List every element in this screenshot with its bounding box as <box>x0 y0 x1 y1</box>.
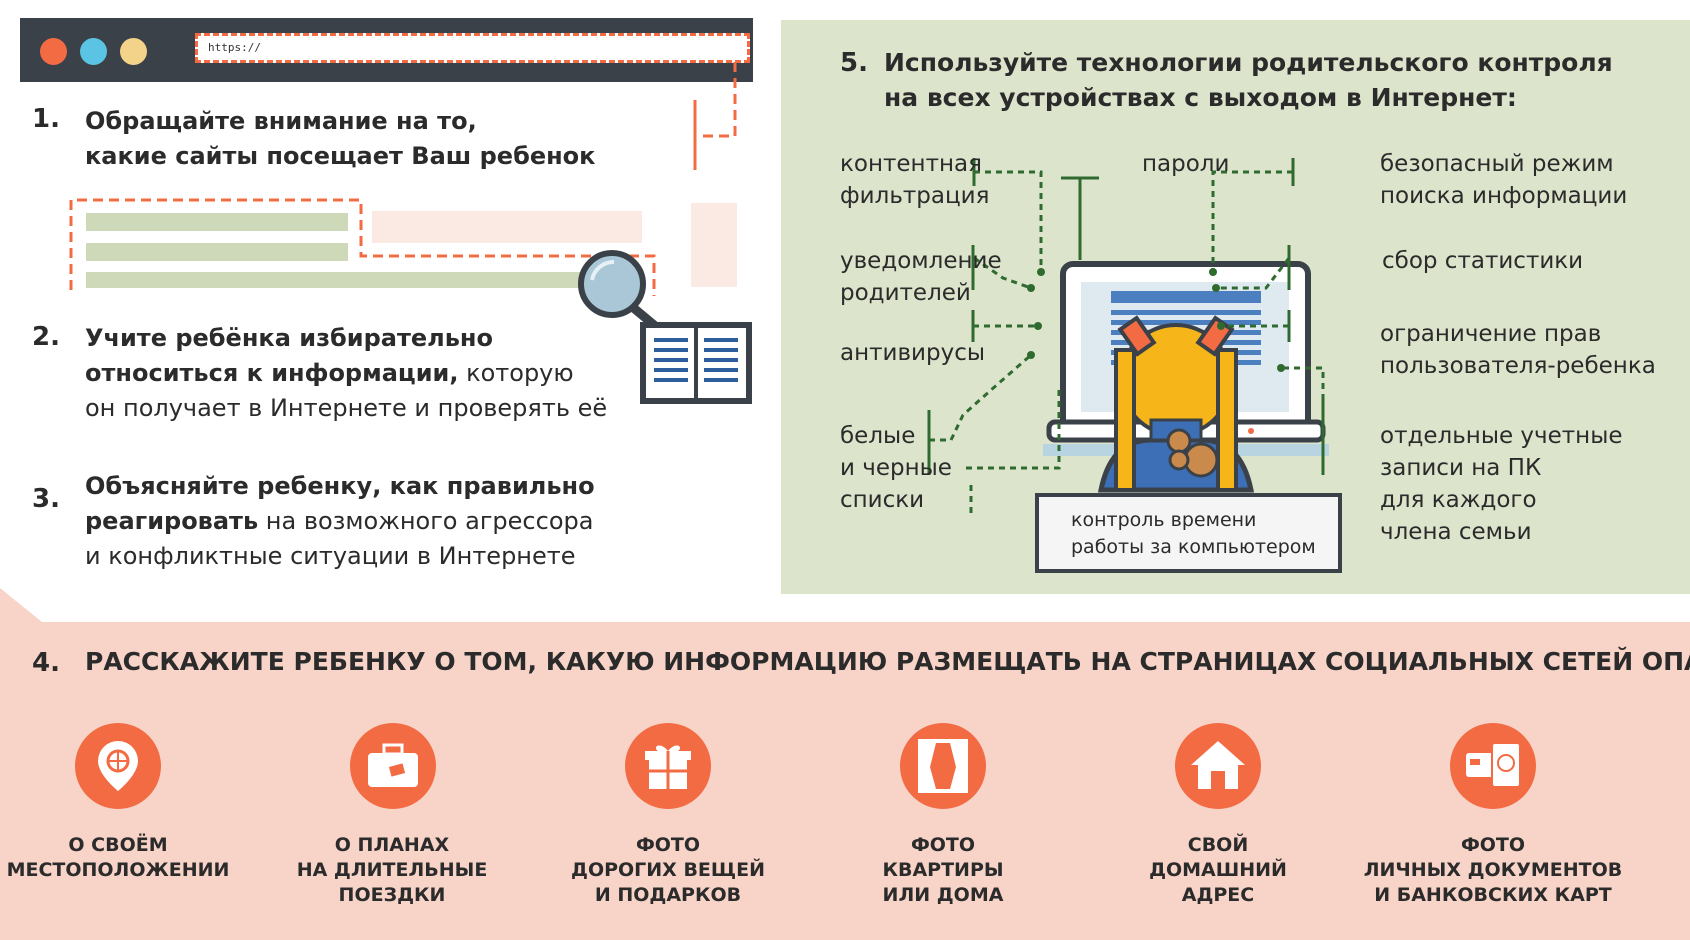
tip-2-rest-2: которую <box>458 359 574 387</box>
tip-3-line-3: и конфликтные ситуации в Интернете <box>85 542 576 570</box>
computer-child-illustration <box>927 158 1329 513</box>
label-rights: ограничение прав пользователя-ребенка <box>1380 318 1656 382</box>
tip-5-line-1: Используйте технологии родительского кон… <box>884 48 1613 77</box>
caption-gifts-l3: И ПОДАРКОВ <box>594 884 742 906</box>
label-lists-l3: списки <box>840 487 925 513</box>
label-passwords: пароли <box>1142 151 1230 177</box>
caption-trips-l3: ПОЕЗДКИ <box>338 884 446 906</box>
caption-address-l1: СВОЙ <box>1187 834 1249 856</box>
label-accounts-l4: члена семьи <box>1380 519 1532 545</box>
label-time-l1: контроль времени <box>1071 509 1257 531</box>
caption-location-l2: МЕСТОПОЛОЖЕНИИ <box>6 859 230 881</box>
time-control-box: контроль времени работы за компьютером <box>1035 493 1342 573</box>
passport-card-icon <box>1450 723 1536 809</box>
tip-2-bold-1: Учите ребёнка избирательно <box>85 324 493 352</box>
caption-trips: О ПЛАНАХ НА ДЛИТЕЛЬНЫЕ ПОЕЗДКИ <box>262 833 522 908</box>
window-curtains-icon <box>900 723 986 809</box>
label-parent-notify: уведомление родителей <box>840 245 1002 309</box>
tip-2-number: 2. <box>32 322 60 352</box>
tip-2-bold-2: относиться к информации, <box>85 359 459 387</box>
label-accounts-l3: для каждого <box>1380 487 1537 513</box>
maximize-dot-icon <box>120 38 147 65</box>
caption-trips-l1: О ПЛАНАХ <box>334 834 450 856</box>
caption-location: О СВОЁМ МЕСТОПОЛОЖЕНИИ <box>0 833 248 883</box>
tip-3-bold-2: реагировать <box>85 507 259 535</box>
label-content-filter-l2: фильтрация <box>840 183 990 209</box>
tip-1-text: Обращайте внимание на то, какие сайты по… <box>85 104 595 174</box>
tip-5-number: 5. <box>840 48 868 78</box>
caption-documents: ФОТО ЛИЧНЫХ ДОКУМЕНТОВ И БАНКОВСКИХ КАРТ <box>1343 833 1643 908</box>
label-safe-search-l1: безопасный режим <box>1380 151 1614 177</box>
caption-address-l2: ДОМАШНИЙ <box>1149 859 1287 881</box>
tip-5-line-2: на всех устройствах с выходом в Интернет… <box>884 83 1517 112</box>
tip-3-rest-2: на возможного агрессора <box>258 507 594 535</box>
tip-2-text: Учите ребёнка избирательно относиться к … <box>85 321 607 426</box>
tip-1-line-2: какие сайты посещает Ваш ребенок <box>85 142 596 170</box>
caption-address: СВОЙ ДОМАШНИЙ АДРЕС <box>1088 833 1348 908</box>
label-content-filter-l1: контентная <box>840 151 982 177</box>
caption-home-photo: ФОТО КВАРТИРЫ ИЛИ ДОМА <box>813 833 1073 908</box>
caption-gifts: ФОТО ДОРОГИХ ВЕЩЕЙ И ПОДАРКОВ <box>538 833 798 908</box>
website-illustration <box>69 62 752 404</box>
caption-trips-l2: НА ДЛИТЕЛЬНЫЕ <box>296 859 488 881</box>
location-pin-icon <box>75 723 161 809</box>
label-accounts-l2: записи на ПК <box>1380 455 1542 481</box>
social-networks-panel <box>0 622 1690 940</box>
caption-gifts-l1: ФОТО <box>635 834 701 856</box>
gift-icon <box>625 723 711 809</box>
panel-corner-decoration <box>0 588 42 622</box>
tip-4-number: 4. <box>32 648 60 678</box>
caption-home-photo-l3: ИЛИ ДОМА <box>882 884 1004 906</box>
caption-documents-l3: И БАНКОВСКИХ КАРТ <box>1374 884 1612 906</box>
close-dot-icon <box>40 38 67 65</box>
label-accounts: отдельные учетные записи на ПК для каждо… <box>1380 420 1623 548</box>
label-statistics: сбор статистики <box>1382 248 1584 274</box>
tip-2-line-3: он получает в Интернете и проверять её <box>85 394 608 422</box>
label-content-filter: контентная фильтрация <box>840 148 989 212</box>
caption-location-l1: О СВОЁМ <box>68 834 168 856</box>
tip-3-text: Объясняйте ребенку, как правильно реагир… <box>85 469 595 574</box>
caption-documents-l1: ФОТО <box>1460 834 1526 856</box>
caption-documents-l2: ЛИЧНЫХ ДОКУМЕНТОВ <box>1363 859 1623 881</box>
caption-address-l3: АДРЕС <box>1181 884 1255 906</box>
url-bar: https:// <box>195 33 750 63</box>
label-safe-search-l2: поиска информации <box>1380 183 1628 209</box>
label-parent-notify-l1: уведомление <box>840 248 1002 274</box>
caption-home-photo-l2: КВАРТИРЫ <box>882 859 1004 881</box>
tip-3-number: 3. <box>32 484 60 514</box>
tip-5-title: Используйте технологии родительского кон… <box>884 45 1613 115</box>
label-time-l2: работы за компьютером <box>1071 536 1316 558</box>
minimize-dot-icon <box>80 38 107 65</box>
label-parent-notify-l2: родителей <box>840 280 971 306</box>
suitcase-icon <box>350 723 436 809</box>
label-safe-search: безопасный режим поиска информации <box>1380 148 1627 212</box>
label-antivirus: антивирусы <box>840 340 985 366</box>
label-lists-l1: белые <box>840 423 916 449</box>
browser-window: https:// <box>20 18 753 82</box>
label-accounts-l1: отдельные учетные <box>1380 423 1623 449</box>
label-lists-l2: и черные <box>840 455 952 481</box>
caption-gifts-l2: ДОРОГИХ ВЕЩЕЙ <box>571 859 765 881</box>
label-rights-l2: пользователя-ребенка <box>1380 353 1656 379</box>
tip-4-title: РАССКАЖИТЕ РЕБЕНКУ О ТОМ, КАКУЮ ИНФОРМАЦ… <box>85 647 1690 676</box>
tip-1-number: 1. <box>32 104 60 134</box>
label-lists: белые и черные списки <box>840 420 952 516</box>
house-icon <box>1175 723 1261 809</box>
tip-1-line-1: Обращайте внимание на то, <box>85 107 477 135</box>
caption-home-photo-l1: ФОТО <box>910 834 976 856</box>
tip-3-bold-1: Объясняйте ребенку, как правильно <box>85 472 595 500</box>
label-rights-l1: ограничение прав <box>1380 321 1602 347</box>
